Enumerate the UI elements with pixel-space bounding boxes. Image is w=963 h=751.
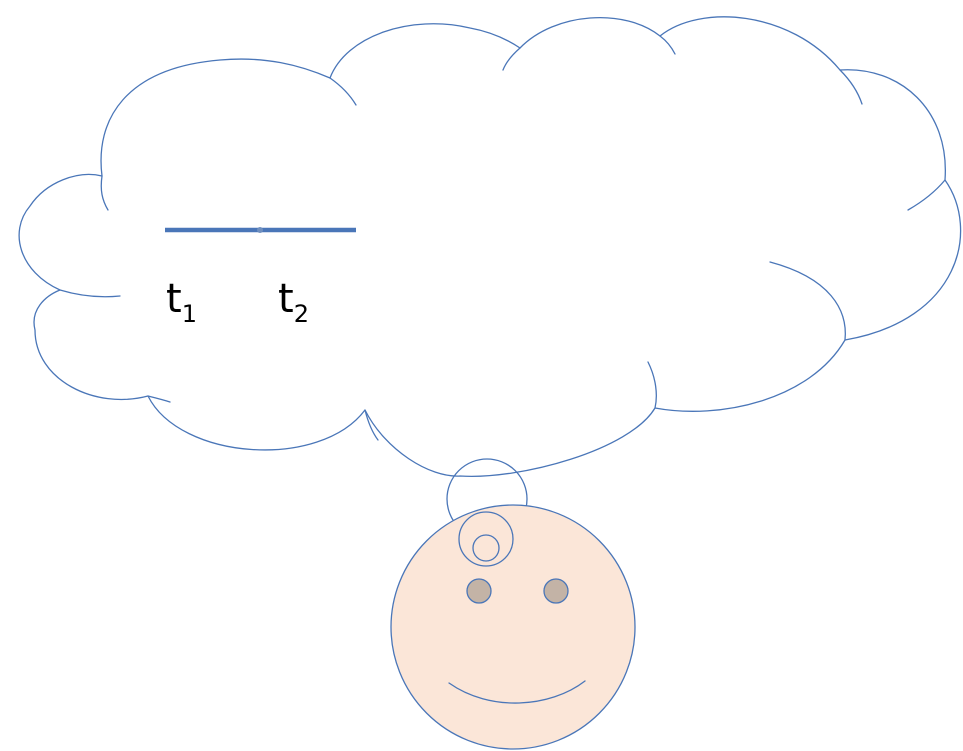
t1-subscript: 1 — [182, 300, 197, 328]
smiley-face-icon — [391, 505, 635, 749]
right-eye — [544, 579, 568, 603]
timeline-label-t1: t1 — [166, 279, 197, 319]
t2-subscript: 2 — [294, 300, 309, 328]
cloud-fill — [19, 17, 960, 477]
timeline — [165, 227, 356, 233]
thought-cloud-icon — [19, 17, 960, 477]
t1-base: t — [166, 276, 182, 322]
timeline-midpoint — [257, 227, 263, 233]
left-eye — [467, 579, 491, 603]
t2-base: t — [278, 276, 294, 322]
timeline-label-t2: t2 — [278, 279, 309, 319]
